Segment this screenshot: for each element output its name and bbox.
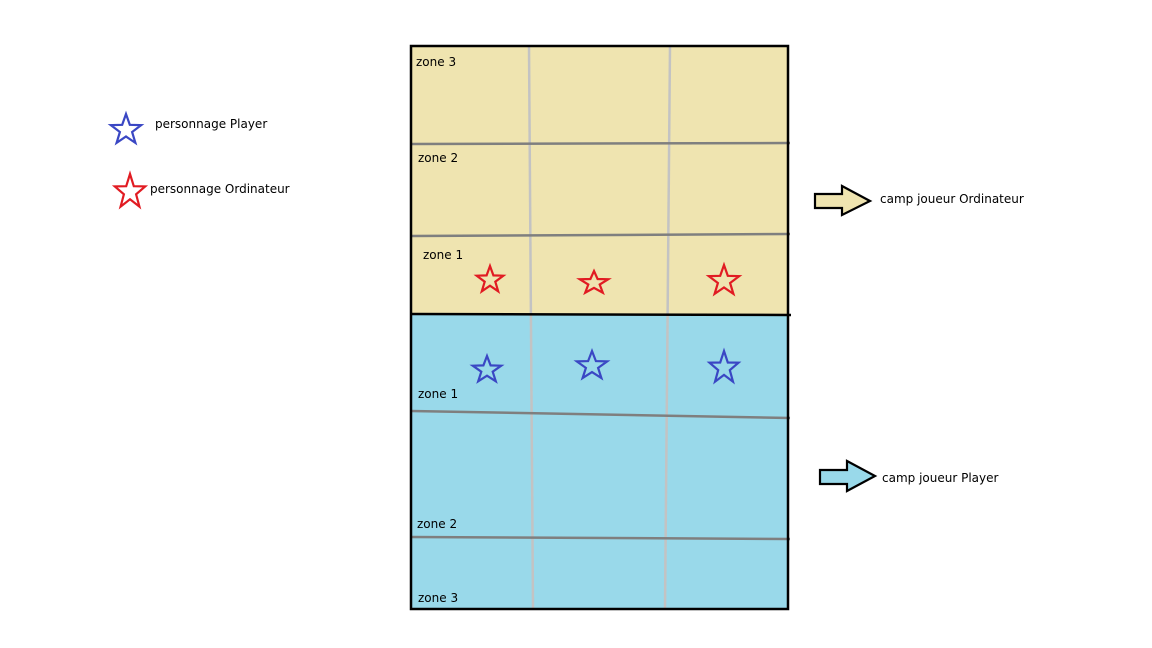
zone-label-computer-3: zone 3 <box>416 55 457 69</box>
camp-midline <box>410 312 792 317</box>
star-outline-red-icon <box>111 170 149 210</box>
row-divider-player-1-2 <box>410 409 791 420</box>
zone-label-player-3: zone 3 <box>418 591 459 605</box>
column-divider-2 <box>663 45 672 609</box>
computer-character-star-icon <box>705 261 743 297</box>
player-character-star-icon <box>706 347 742 385</box>
computer-character-star-icon <box>473 262 507 294</box>
player-camp-area <box>411 314 788 609</box>
row-divider-player-2-3 <box>410 535 791 541</box>
player-character-star-icon <box>573 347 611 381</box>
legend-computer-label: personnage Ordinateur <box>150 182 290 196</box>
zone-label-computer-1: zone 1 <box>423 248 464 262</box>
arrow-right-icon-computer-camp <box>813 184 873 217</box>
player-character-star-icon <box>469 352 505 384</box>
arrow-right-icon-player-camp <box>818 459 878 493</box>
zone-label-player-1: zone 1 <box>418 387 459 401</box>
computer-camp-arrow-label: camp joueur Ordinateur <box>880 192 1024 206</box>
star-outline-blue-icon <box>107 110 145 146</box>
zone-label-computer-2: zone 2 <box>418 151 459 165</box>
column-divider-1 <box>527 45 535 609</box>
legend-player-label: personnage Player <box>155 117 268 131</box>
row-divider-computer-2-1 <box>410 232 791 238</box>
player-camp-arrow-label: camp joueur Player <box>882 471 999 485</box>
row-divider-computer-3-2 <box>410 141 791 146</box>
computer-character-star-icon <box>576 268 612 296</box>
board-border <box>409 44 790 611</box>
zone-label-player-2: zone 2 <box>417 517 458 531</box>
